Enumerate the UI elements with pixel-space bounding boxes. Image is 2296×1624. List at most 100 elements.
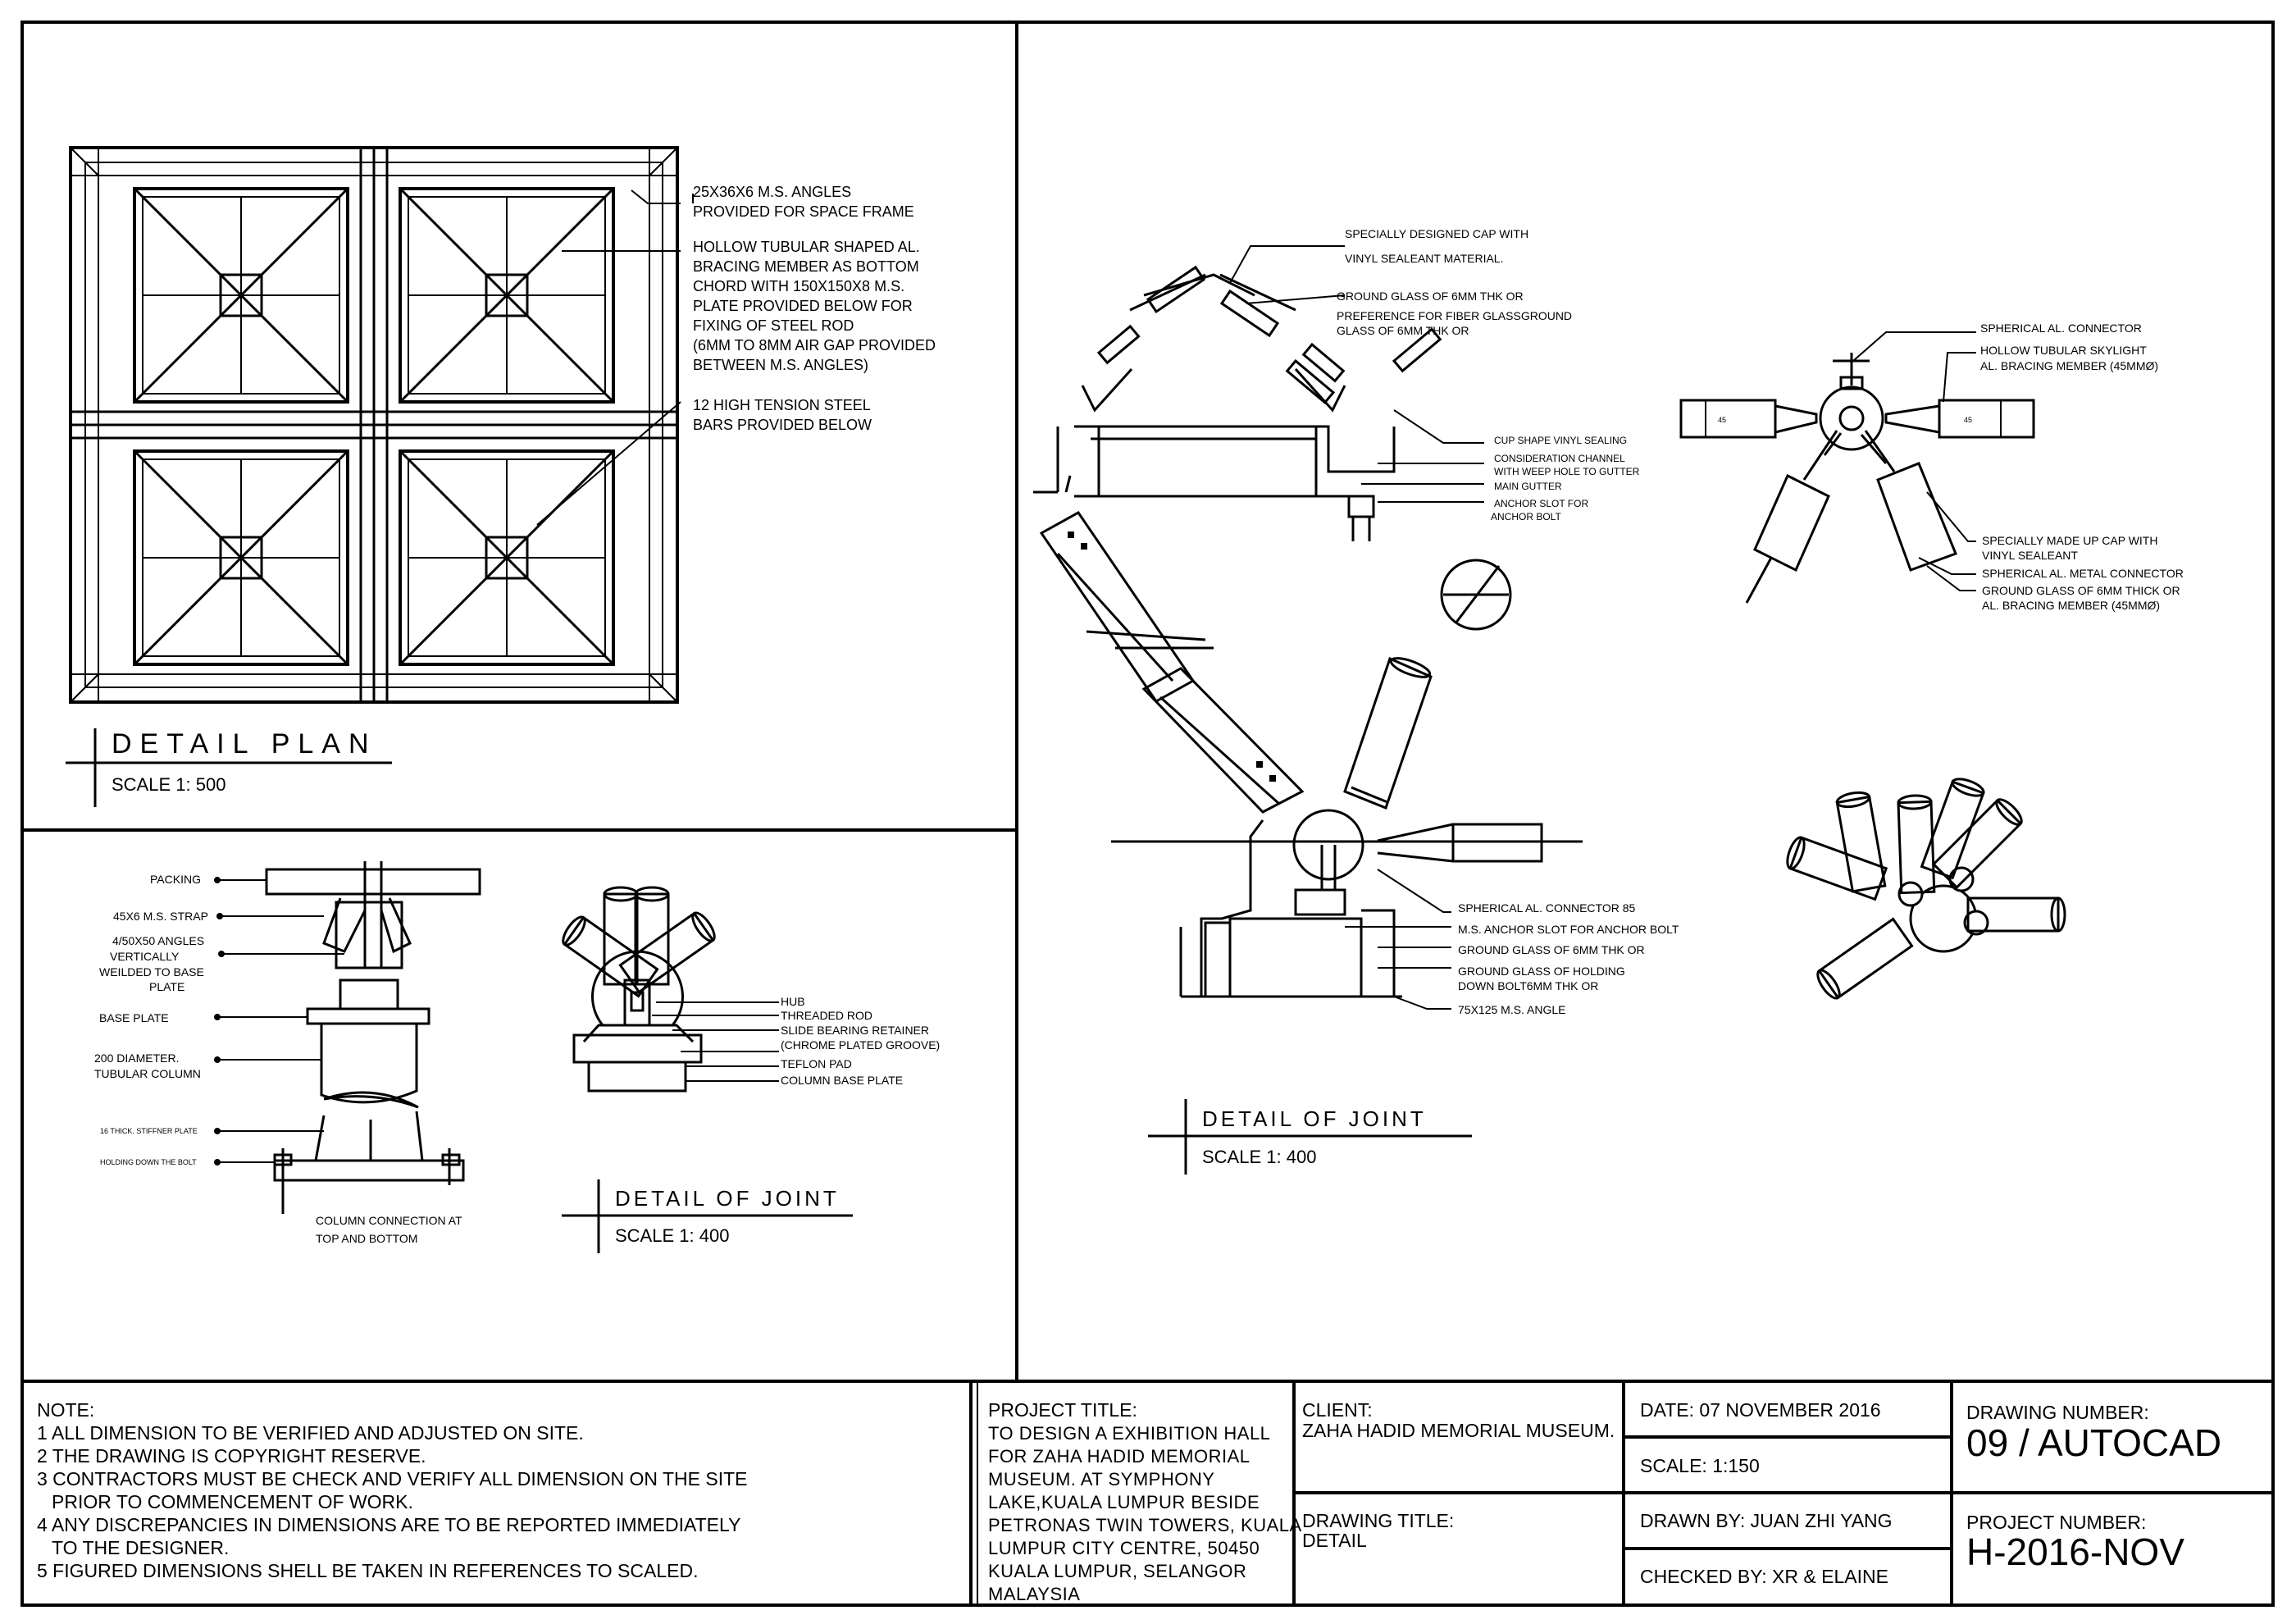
plan-note: 25X36X6 M.S. ANGLES bbox=[693, 184, 851, 200]
joint-label: MAIN GUTTER bbox=[1494, 481, 1562, 492]
hub-label: THREADED ROD bbox=[781, 1009, 872, 1022]
joint-label: PREFERENCE FOR FIBER GLASSGROUND bbox=[1337, 309, 1572, 322]
detail-plan-notes: 25X36X6 M.S. ANGLES PROVIDED FOR SPACE F… bbox=[693, 184, 936, 433]
hub-label: TEFLON PAD bbox=[781, 1057, 852, 1070]
drawing-number-heading: DRAWING NUMBER: bbox=[1966, 1402, 2149, 1423]
connector-dim: 45 bbox=[1964, 416, 1972, 424]
project-title-line: PETRONAS TWIN TOWERS, KUALA bbox=[988, 1515, 1302, 1535]
column-label: PACKING bbox=[150, 873, 201, 886]
joint-label: ANCHOR SLOT FOR bbox=[1494, 498, 1588, 509]
project-title-line: MUSEUM. AT SYMPHONY bbox=[988, 1469, 1214, 1489]
project-title-block: PROJECT TITLE: TO DESIGN A EXHIBITION HA… bbox=[988, 1399, 1302, 1604]
note-line: 2 THE DRAWING IS COPYRIGHT RESERVE. bbox=[37, 1445, 426, 1467]
detail-plan-title-block: DETAIL PLAN SCALE 1: 500 bbox=[66, 728, 392, 807]
hub-base-labels: HUB THREADED ROD SLIDE BEARING RETAINER … bbox=[781, 995, 940, 1087]
connector-label: HOLLOW TUBULAR SKYLIGHT bbox=[1980, 344, 2147, 357]
project-number: H-2016-NOV bbox=[1966, 1530, 2184, 1573]
column-label: BASE PLATE bbox=[99, 1011, 169, 1024]
connector-dim: 45 bbox=[1718, 416, 1726, 424]
scale-field: SCALE: 1:150 bbox=[1640, 1455, 1760, 1476]
joint-label: SPHERICAL AL. CONNECTOR 85 bbox=[1458, 901, 1636, 915]
sheet-border bbox=[20, 21, 2275, 1607]
hub-base-drawing bbox=[558, 886, 779, 1093]
hub-title-block: DETAIL OF JOINT SCALE 1: 400 bbox=[562, 1179, 853, 1253]
number-block: DRAWING NUMBER: 09 / AUTOCAD PROJECT NUM… bbox=[1966, 1402, 2221, 1573]
joint-label: M.S. ANCHOR SLOT FOR ANCHOR BOLT bbox=[1458, 923, 1679, 936]
node-3d-view bbox=[1783, 774, 2066, 1003]
project-title-line: LAKE,KUALA LUMPUR BESIDE bbox=[988, 1492, 1260, 1512]
drawing-number: 09 / AUTOCAD bbox=[1966, 1421, 2221, 1464]
column-caption: TOP AND BOTTOM bbox=[316, 1232, 417, 1245]
plan-note: BETWEEN M.S. ANGLES) bbox=[693, 357, 868, 373]
column-label: 4/50X50 ANGLES bbox=[112, 934, 204, 947]
note-line: TO THE DESIGNER. bbox=[52, 1537, 229, 1558]
joint-label: SPECIALLY DESIGNED CAP WITH bbox=[1345, 227, 1528, 240]
spherical-connector-drawing: 45 45 bbox=[1679, 331, 2035, 604]
plan-note: FIXING OF STEEL ROD bbox=[693, 317, 854, 334]
spherical-connector-labels: SPHERICAL AL. CONNECTOR HOLLOW TUBULAR S… bbox=[1980, 322, 2184, 612]
plan-note: PROVIDED FOR SPACE FRAME bbox=[693, 203, 914, 220]
column-connection-drawing bbox=[214, 861, 481, 1214]
joint-label: DOWN BOLT6MM THK OR bbox=[1458, 979, 1598, 992]
column-label: WEILDED TO BASE bbox=[99, 965, 204, 979]
project-title-line: MALAYSIA bbox=[988, 1584, 1080, 1604]
column-connection-labels: PACKING 45X6 M.S. STRAP 4/50X50 ANGLES V… bbox=[94, 873, 462, 1245]
joint-label: WITH WEEP HOLE TO GUTTER bbox=[1494, 466, 1640, 477]
connector-label: SPHERICAL AL. METAL CONNECTOR bbox=[1982, 567, 2184, 580]
joint-label: ANCHOR BOLT bbox=[1491, 511, 1561, 522]
column-label: PLATE bbox=[149, 980, 184, 993]
joint-label: CONSIDERATION CHANNEL bbox=[1494, 453, 1625, 464]
plan-note: (6MM TO 8MM AIR GAP PROVIDED bbox=[693, 337, 936, 354]
notes-heading: NOTE: bbox=[37, 1399, 94, 1421]
hub-label: COLUMN BASE PLATE bbox=[781, 1074, 903, 1087]
note-line: PRIOR TO COMMENCEMENT OF WORK. bbox=[52, 1491, 413, 1512]
connector-label: SPECIALLY MADE UP CAP WITH bbox=[1982, 534, 2157, 547]
connector-label: SPHERICAL AL. CONNECTOR bbox=[1980, 322, 2142, 335]
client-block: CLIENT: ZAHA HADID MEMORIAL MUSEUM. DRAW… bbox=[1302, 1399, 1615, 1551]
joint-label: VINYL SEALEANT MATERIAL. bbox=[1345, 252, 1503, 265]
joint-label: GROUND GLASS OF HOLDING bbox=[1458, 965, 1625, 978]
connector-label: VINYL SEALEANT bbox=[1982, 549, 2078, 562]
joint-label: 75X125 M.S. ANGLE bbox=[1458, 1003, 1566, 1016]
title-block-notes: NOTE: 1 ALL DIMENSION TO BE VERIFIED AND… bbox=[37, 1399, 748, 1581]
client-name: ZAHA HADID MEMORIAL MUSEUM. bbox=[1302, 1420, 1615, 1441]
column-label: TUBULAR COLUMN bbox=[94, 1067, 201, 1080]
drawn-by-field: DRAWN BY: JUAN ZHI YANG bbox=[1640, 1510, 1893, 1531]
title-block bbox=[969, 1381, 2273, 1605]
plan-note: CHORD WITH 150X150X8 M.S. bbox=[693, 278, 904, 294]
note-line: 4 ANY DISCREPANCIES IN DIMENSIONS ARE TO… bbox=[37, 1514, 740, 1535]
checked-by-field: CHECKED BY: XR & ELAINE bbox=[1640, 1566, 1888, 1587]
client-heading: CLIENT: bbox=[1302, 1399, 1373, 1421]
skylight-joint-drawing bbox=[1033, 245, 1583, 1010]
column-label: 200 DIAMETER. bbox=[94, 1051, 179, 1065]
project-title-line: KUALA LUMPUR, SELANGOR bbox=[988, 1561, 1246, 1581]
detail-plan-drawing bbox=[69, 146, 694, 704]
plan-note: PLATE PROVIDED BELOW FOR bbox=[693, 298, 913, 314]
joint-title-block: DETAIL OF JOINT SCALE 1: 400 bbox=[1148, 1099, 1472, 1175]
column-label: 16 THICK. STIFFNER PLATE bbox=[100, 1127, 198, 1135]
joint-detail-title: DETAIL OF JOINT bbox=[1202, 1106, 1427, 1131]
note-line: 3 CONTRACTORS MUST BE CHECK AND VERIFY A… bbox=[37, 1468, 748, 1489]
drawing-title-heading: DRAWING TITLE: bbox=[1302, 1510, 1454, 1531]
column-label: VERTICALLY bbox=[110, 950, 180, 963]
joint-label: CUP SHAPE VINYL SEALING bbox=[1494, 435, 1627, 446]
project-title-line: TO DESIGN A EXHIBITION HALL bbox=[988, 1423, 1270, 1444]
project-title-heading: PROJECT TITLE: bbox=[988, 1399, 1137, 1421]
connector-label: GROUND GLASS OF 6MM THICK OR bbox=[1982, 584, 2180, 597]
joint-label: GROUND GLASS OF 6MM THK OR bbox=[1337, 290, 1524, 303]
joint-detail-scale: SCALE 1: 400 bbox=[1202, 1147, 1316, 1167]
project-title-line: LUMPUR CITY CENTRE, 50450 bbox=[988, 1538, 1260, 1558]
hub-detail-title: DETAIL OF JOINT bbox=[615, 1186, 840, 1211]
detail-plan-scale: SCALE 1: 500 bbox=[112, 774, 226, 795]
project-number-heading: PROJECT NUMBER: bbox=[1966, 1512, 2146, 1533]
connector-label: AL. BRACING MEMBER (45MMØ) bbox=[1980, 359, 2158, 372]
hub-label: (CHROME PLATED GROOVE) bbox=[781, 1038, 940, 1051]
date-field: DATE: 07 NOVEMBER 2016 bbox=[1640, 1399, 1881, 1421]
detail-plan-title: DETAIL PLAN bbox=[112, 728, 377, 760]
hub-detail-scale: SCALE 1: 400 bbox=[615, 1225, 729, 1246]
column-caption: COLUMN CONNECTION AT bbox=[316, 1214, 462, 1227]
project-title-line: FOR ZAHA HADID MEMORIAL bbox=[988, 1446, 1250, 1467]
plan-note: HOLLOW TUBULAR SHAPED AL. bbox=[693, 239, 920, 255]
note-line: 5 FIGURED DIMENSIONS SHELL BE TAKEN IN R… bbox=[37, 1560, 698, 1581]
